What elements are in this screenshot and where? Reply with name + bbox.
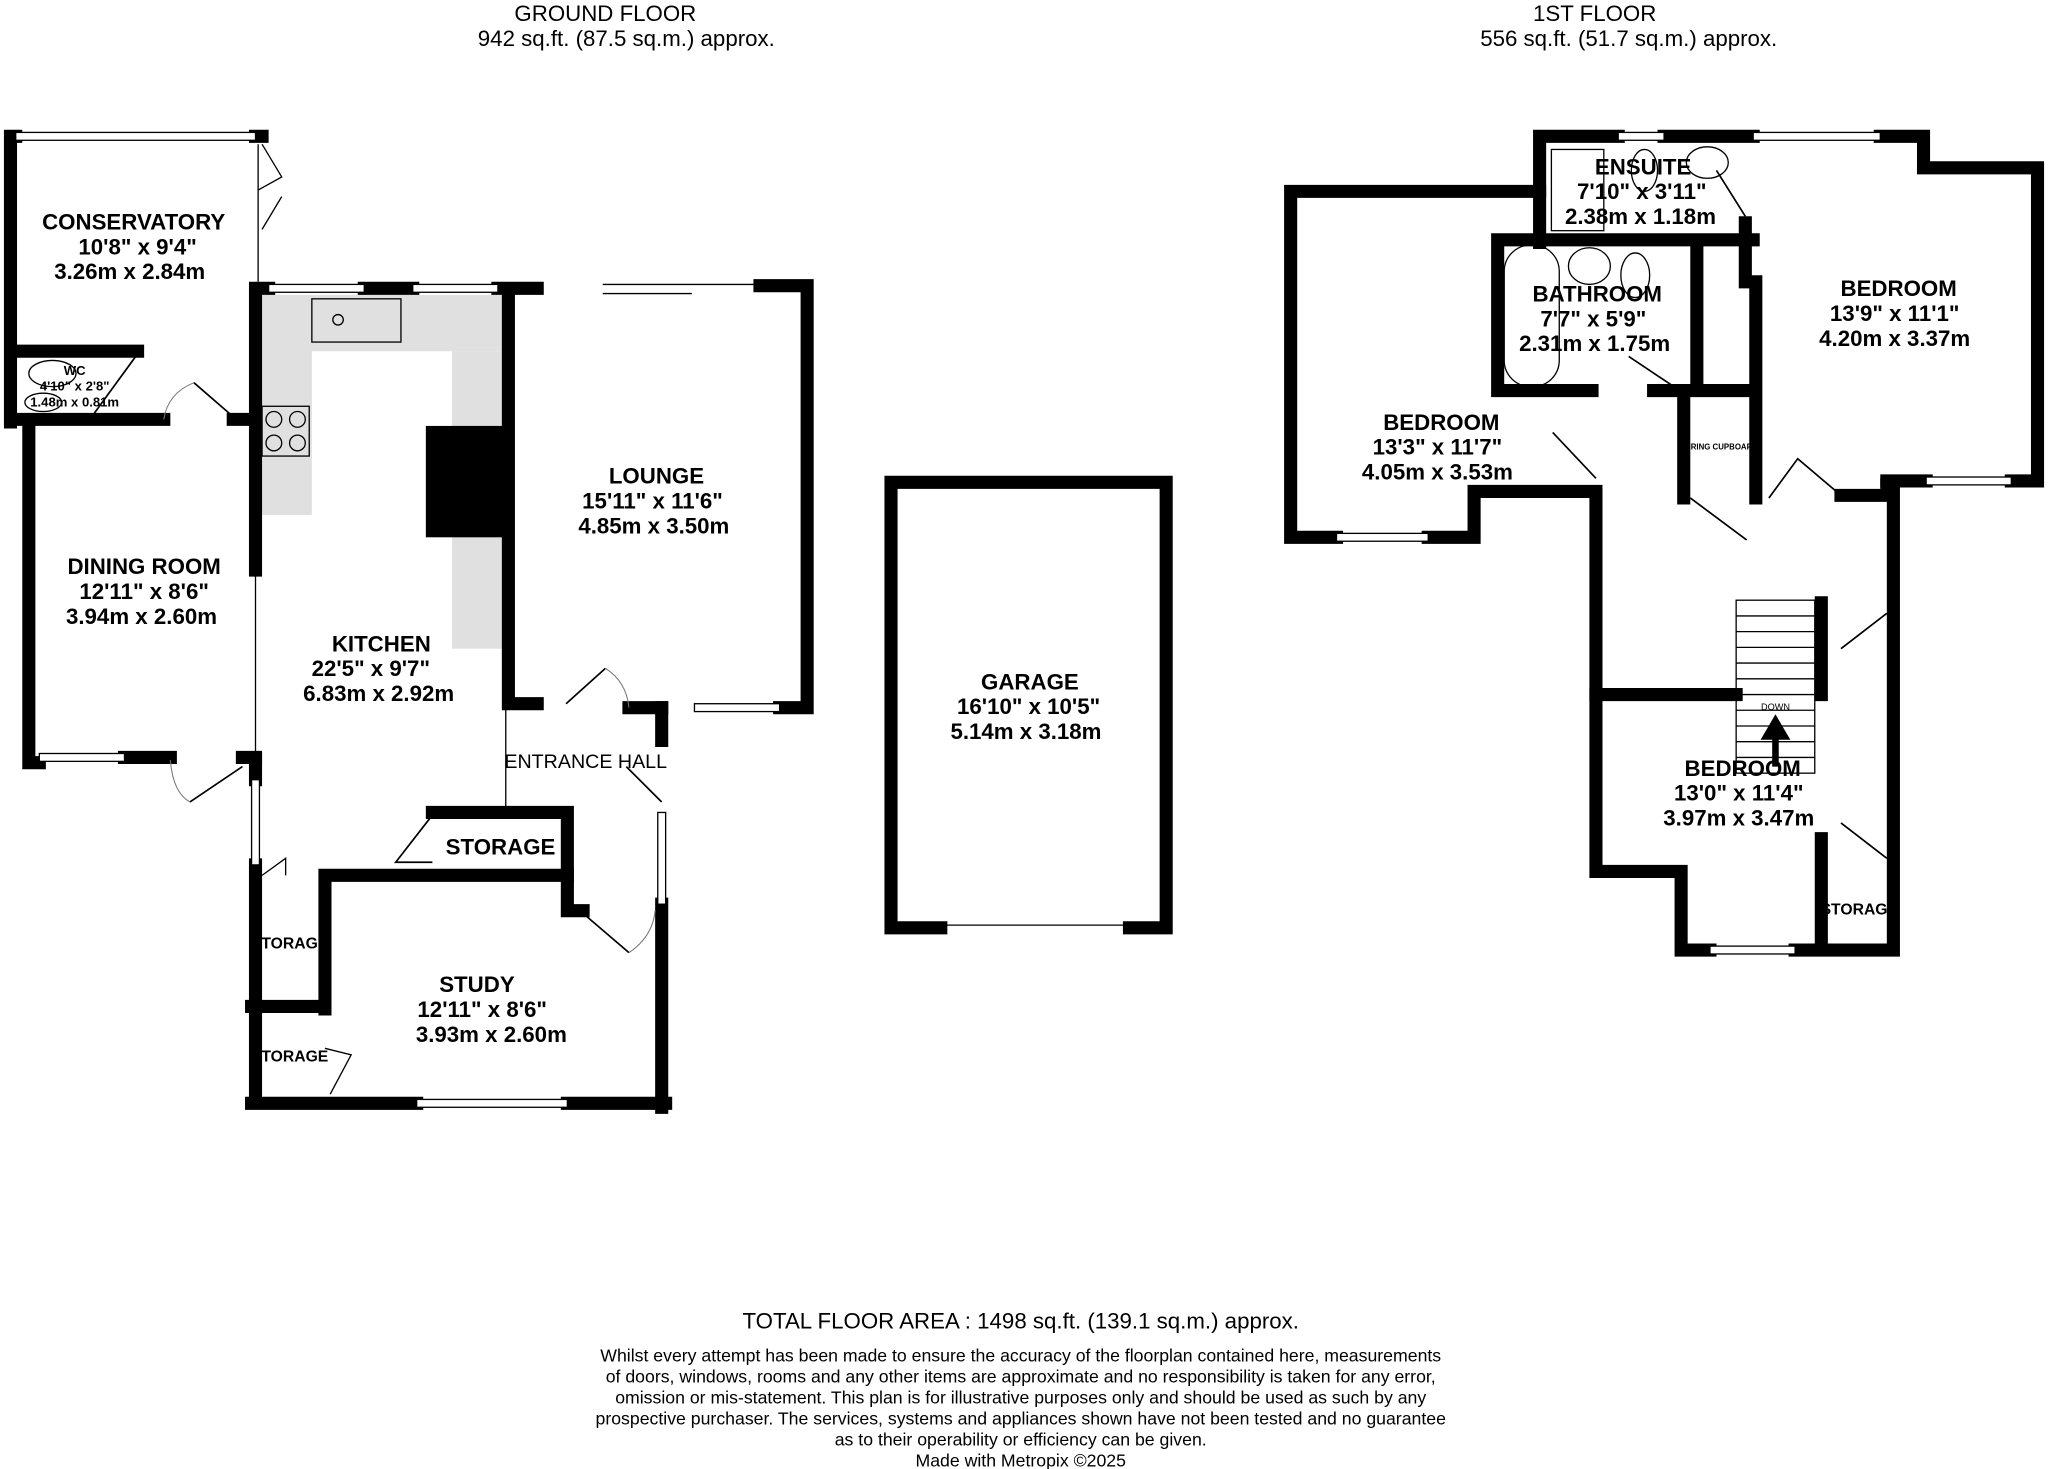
toilet-icon bbox=[1620, 252, 1651, 299]
sink-icon bbox=[311, 298, 402, 343]
room-metric: 1.48m x 0.81m bbox=[30, 394, 119, 409]
disclaimer-line: prospective purchaser. The services, sys… bbox=[596, 1408, 1447, 1428]
ground-floor-area: 942 sq.ft. (87.5 sq.m.) approx. bbox=[478, 26, 775, 51]
total-floor-area: TOTAL FLOOR AREA : 1498 sq.ft. (139.1 sq… bbox=[742, 1309, 1298, 1334]
first-floor-area: 556 sq.ft. (51.7 sq.m.) approx. bbox=[1480, 26, 1777, 51]
room-name: TORAGE bbox=[261, 1048, 328, 1065]
sink-icon bbox=[1685, 146, 1729, 179]
first-floor-title: 1ST FLOOR bbox=[1533, 1, 1656, 26]
disclaimer-line: Whilst every attempt has been made to en… bbox=[600, 1345, 1441, 1365]
room-name: BEDROOM bbox=[1383, 410, 1499, 435]
room-metric: 4.85m x 3.50m bbox=[578, 513, 729, 538]
stairs-label: DOWN bbox=[1761, 702, 1790, 712]
room-imperial: 7'10" x 3'11" bbox=[1577, 179, 1707, 204]
room-metric: 5.14m x 3.18m bbox=[950, 719, 1101, 744]
room-name: TORAGE bbox=[261, 936, 328, 953]
room-name: BEDROOM bbox=[1685, 756, 1801, 781]
room-imperial: 16'10" x 10'5" bbox=[957, 694, 1100, 719]
room-name: WC bbox=[64, 363, 86, 378]
room-name: BEDROOM bbox=[1840, 276, 1956, 301]
credit: Made with Metropix ©2025 bbox=[915, 1450, 1126, 1469]
room-name: STORAG bbox=[1821, 902, 1888, 919]
room-name: AIRING CUPBOARD bbox=[1683, 443, 1758, 452]
room-imperial: 13'0" x 11'4" bbox=[1674, 781, 1804, 806]
room-imperial: 7'7" x 5'9" bbox=[1540, 306, 1646, 331]
room-name: STUDY bbox=[439, 972, 515, 997]
room-imperial: 13'3" x 11'7" bbox=[1373, 435, 1503, 460]
room-imperial: 4'10" x 2'8" bbox=[40, 379, 110, 394]
room-imperial: 12'11" x 8'6" bbox=[417, 997, 547, 1022]
room-metric: 4.20m x 3.37m bbox=[1819, 326, 1970, 351]
room-name: CONSERVATORY bbox=[42, 209, 225, 234]
stairs-outline bbox=[1735, 599, 1816, 774]
garage-walls bbox=[884, 475, 1173, 935]
room-imperial: 15'11" x 11'6" bbox=[582, 488, 723, 513]
bath-icon bbox=[1503, 244, 1560, 388]
room-metric: 3.93m x 2.60m bbox=[416, 1022, 567, 1047]
room-imperial: 22'5" x 9'7" bbox=[312, 656, 430, 681]
room-imperial: 10'8" x 9'4" bbox=[78, 234, 196, 259]
room-metric: 2.31m x 1.75m bbox=[1519, 331, 1670, 356]
room-imperial: 12'11" x 8'6" bbox=[79, 579, 209, 604]
room-metric: 3.94m x 2.60m bbox=[66, 604, 217, 629]
room-metric: 2.38m x 1.18m bbox=[1565, 204, 1716, 229]
room-name: GARAGE bbox=[981, 669, 1079, 694]
disclaimer-line: omission or mis-statement. This plan is … bbox=[615, 1387, 1426, 1407]
room-name: DINING ROOM bbox=[67, 554, 220, 579]
room-name: ENSUITE bbox=[1595, 154, 1692, 179]
room-metric: 4.05m x 3.53m bbox=[1362, 460, 1513, 485]
room-name: BATHROOM bbox=[1533, 281, 1662, 306]
sink-icon bbox=[1567, 247, 1612, 286]
room-metric: 6.83m x 2.92m bbox=[303, 681, 454, 706]
sink-icon bbox=[24, 392, 63, 413]
toilet-icon bbox=[1630, 148, 1659, 193]
ground-floor-plan bbox=[3, 129, 814, 1114]
kitchen-counter bbox=[259, 294, 312, 516]
room-metric: 3.97m x 3.47m bbox=[1663, 806, 1814, 831]
room-name: KITCHEN bbox=[332, 631, 431, 656]
hob-icon bbox=[261, 405, 310, 457]
room-metric: 3.26m x 2.84m bbox=[54, 259, 205, 284]
room-imperial: 13'9" x 11'1" bbox=[1830, 301, 1960, 326]
shower-icon bbox=[1550, 148, 1605, 232]
room-name: LOUNGE bbox=[609, 464, 704, 489]
first-floor-plan bbox=[1284, 129, 2045, 957]
room-name: STORAGE bbox=[446, 834, 556, 859]
ground-floor-title: GROUND FLOOR bbox=[514, 1, 696, 26]
toilet-icon bbox=[28, 359, 77, 388]
disclaimer-line: as to their operability or efficiency ca… bbox=[835, 1429, 1207, 1449]
room-name: ENTRANCE HALL bbox=[504, 751, 667, 773]
disclaimer-line: of doors, windows, rooms and any other i… bbox=[606, 1366, 1436, 1386]
chimney-breast bbox=[425, 425, 509, 538]
arrow-up-icon bbox=[1760, 714, 1791, 767]
